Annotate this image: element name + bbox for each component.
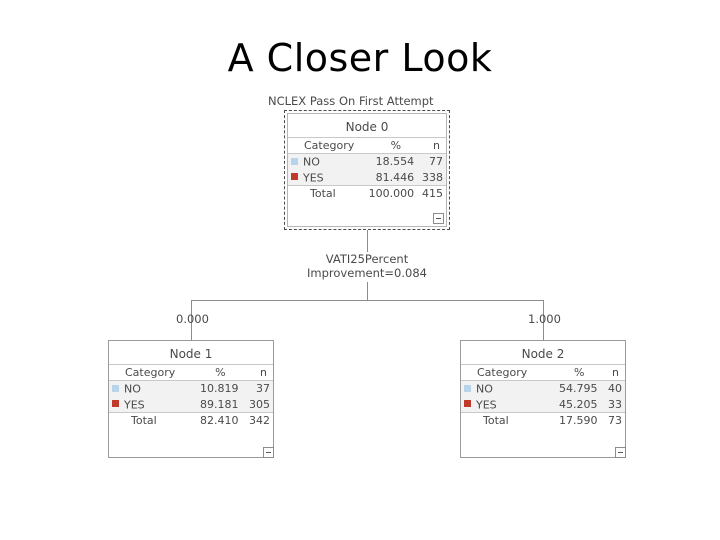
node-1-row-yes-n: 305	[241, 396, 273, 413]
tree-node-1[interactable]: Node 1 Category % n NO 10.819 37	[108, 340, 274, 458]
column-header-category: Category	[461, 364, 546, 381]
node-2-total-n: 73	[600, 412, 625, 428]
node-0-total-n: 415	[417, 185, 446, 201]
page-title: A Closer Look	[227, 36, 493, 80]
tree-node-0[interactable]: Node 0 Category % n NO 18.554 77	[284, 110, 450, 230]
node-0-row-yes-n: 338	[417, 169, 446, 186]
node-0-row-no-percent: 18.554	[362, 153, 418, 170]
column-header-category: Category	[288, 137, 363, 154]
table-row: NO 54.795 40	[461, 380, 625, 397]
table-row-total: Total 100.000 415	[288, 185, 446, 201]
node-1-row-no-n: 37	[241, 380, 273, 397]
node-0-title: Node 0	[345, 120, 389, 134]
node-2-total-percent: 17.590	[545, 412, 601, 428]
column-header-category: Category	[109, 364, 190, 381]
node-2-row-no-percent: 54.795	[545, 380, 601, 397]
node-1-total-label: Total	[109, 412, 190, 428]
column-header-n: n	[600, 364, 625, 381]
connector-horizontal	[191, 300, 544, 301]
node-2-row-yes-n: 33	[600, 396, 625, 413]
table-row: NO 10.819 37	[109, 380, 273, 397]
table-row: YES 81.446 338	[288, 169, 446, 186]
node-2-row-yes-category: YES	[461, 396, 546, 413]
node-2-row-no-n: 40	[600, 380, 625, 397]
node-2-row-yes-percent: 45.205	[545, 396, 601, 413]
table-header-row: Category % n	[109, 364, 273, 381]
split-rule-label: VATI25Percent Improvement=0.084	[267, 252, 467, 280]
branch-label-right: 1.000	[528, 312, 561, 326]
node-0-row-yes-category: YES	[288, 169, 363, 186]
connector-root-stem	[367, 230, 368, 252]
table-row: YES 45.205 33	[461, 396, 625, 413]
column-header-percent: %	[362, 137, 418, 154]
legend-swatch-no-icon	[464, 384, 471, 392]
node-1-row-yes-percent: 89.181	[189, 396, 242, 413]
node-1-collapse-icon[interactable]	[263, 447, 274, 458]
legend-swatch-yes-icon	[112, 400, 119, 407]
table-row-total: Total 82.410 342	[109, 412, 273, 428]
branch-label-left: 0.000	[176, 312, 209, 326]
split-variable: VATI25Percent	[325, 252, 409, 266]
column-header-n: n	[241, 364, 273, 381]
table-row: YES 89.181 305	[109, 396, 273, 413]
connector-right-drop	[543, 300, 544, 340]
node-0-table: Category % n NO 18.554 77 YES	[288, 137, 446, 201]
node-0-total-label: Total	[288, 185, 363, 201]
table-row-total: Total 17.590 73	[461, 412, 625, 428]
legend-swatch-no-icon	[112, 384, 119, 392]
table-row: NO 18.554 77	[288, 153, 446, 170]
node-0-row-no-category: NO	[288, 153, 363, 170]
node-0-collapse-icon[interactable]	[433, 213, 444, 224]
node-1-total-percent: 82.410	[189, 412, 242, 428]
node-1-row-yes-category: YES	[109, 396, 190, 413]
node-0-total-percent: 100.000	[362, 185, 418, 201]
node-1-title: Node 1	[169, 347, 213, 361]
column-header-percent: %	[189, 364, 242, 381]
table-header-row: Category % n	[461, 364, 625, 381]
node-1-row-no-percent: 10.819	[189, 380, 242, 397]
node-2-row-no-category: NO	[461, 380, 546, 397]
node-0-inner: Node 0 Category % n NO 18.554 77	[287, 113, 447, 227]
node-2-collapse-icon[interactable]	[615, 447, 626, 458]
table-header-row: Category % n	[288, 137, 446, 154]
node-0-row-yes-percent: 81.446	[362, 169, 418, 186]
decision-tree-diagram: NCLEX Pass On First Attempt Node 0 Categ…	[108, 92, 628, 482]
node-1-table: Category % n NO 10.819 37 YES	[109, 364, 273, 428]
legend-swatch-yes-icon	[464, 400, 471, 407]
tree-caption: NCLEX Pass On First Attempt	[268, 94, 434, 108]
node-2-title: Node 2	[521, 347, 565, 361]
node-1-inner: Node 1 Category % n NO 10.819 37	[109, 341, 274, 458]
connector-left-drop	[191, 300, 192, 340]
column-header-n: n	[417, 137, 446, 154]
legend-swatch-yes-icon	[291, 173, 298, 180]
node-1-total-n: 342	[241, 412, 273, 428]
column-header-percent: %	[545, 364, 601, 381]
node-1-row-no-category: NO	[109, 380, 190, 397]
node-0-row-no-n: 77	[417, 153, 446, 170]
tree-node-2[interactable]: Node 2 Category % n NO 54.795 40	[460, 340, 626, 458]
split-improvement: Improvement=0.084	[307, 266, 427, 280]
node-2-table: Category % n NO 54.795 40 YES	[461, 364, 625, 428]
legend-swatch-no-icon	[291, 157, 298, 165]
connector-split-stem	[367, 282, 368, 300]
node-2-inner: Node 2 Category % n NO 54.795 40	[461, 341, 626, 458]
node-2-total-label: Total	[461, 412, 546, 428]
